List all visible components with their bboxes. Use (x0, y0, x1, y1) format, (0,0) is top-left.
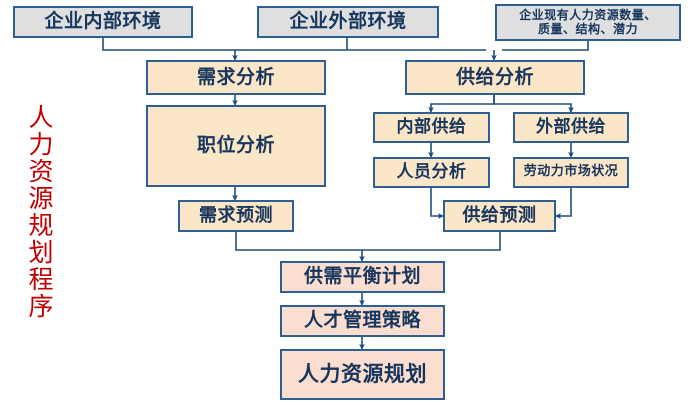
node-label: 外部供给 (536, 116, 606, 137)
connector-supply-split-left (428, 95, 495, 114)
connector-staff-to-supply-forecast (430, 188, 445, 219)
node-staff-analysis[interactable]: 人员分析 (373, 157, 490, 188)
node-external-supply[interactable]: 外部供给 (513, 112, 629, 143)
node-labor-market[interactable]: 劳动力市场状况 (513, 157, 629, 188)
connector-supply-forecast-down (362, 232, 501, 251)
node-supply-forecast[interactable]: 供给预测 (443, 200, 556, 232)
node-label: 需求分析 (196, 65, 275, 88)
node-internal-supply[interactable]: 内部供给 (373, 112, 490, 143)
node-demand-forecast[interactable]: 需求预测 (178, 200, 294, 232)
node-label: 职位分析 (196, 134, 275, 157)
node-label: 供给预测 (462, 204, 537, 226)
connector-demand-forecast-down (235, 232, 362, 251)
connector-internal-env-to-bus (102, 38, 486, 51)
node-label: 供给分析 (455, 65, 534, 88)
node-label: 内部供给 (396, 116, 467, 137)
node-external-env[interactable]: 企业外部环境 (257, 6, 439, 38)
node-label: 人力资源规划 (298, 362, 427, 387)
node-label: 人才管理策略 (303, 309, 421, 332)
node-label: 劳动力市场状况 (523, 164, 619, 180)
connector-supply-split-right (493, 95, 574, 114)
node-supply-analysis[interactable]: 供给分析 (405, 60, 585, 95)
node-label: 企业内部环境 (44, 10, 162, 33)
node-label-line2: 质量、结构、潜力 (537, 21, 638, 36)
node-label: 企业现有人力资源数量、质量、结构、潜力 (519, 7, 657, 36)
node-balance-plan[interactable]: 供需平衡计划 (280, 261, 445, 293)
node-label: 需求预测 (199, 204, 273, 226)
node-label: 供需平衡计划 (303, 265, 421, 288)
vertical-title: 人力资源规划程序 (25, 104, 54, 320)
node-position-analysis[interactable]: 职位分析 (146, 105, 326, 187)
node-current-hr[interactable]: 企业现有人力资源数量、质量、结构、潜力 (495, 4, 681, 41)
node-label: 企业外部环境 (289, 10, 407, 33)
node-internal-env[interactable]: 企业内部环境 (13, 6, 193, 38)
connector-labor-to-supply-forecast (554, 188, 572, 219)
node-label: 人员分析 (396, 161, 467, 182)
node-demand-analysis[interactable]: 需求分析 (146, 60, 326, 95)
node-hr-planning[interactable]: 人力资源规划 (280, 349, 445, 400)
node-talent-strategy[interactable]: 人才管理策略 (280, 305, 445, 337)
connector-current-hr-to-bus (502, 41, 589, 51)
